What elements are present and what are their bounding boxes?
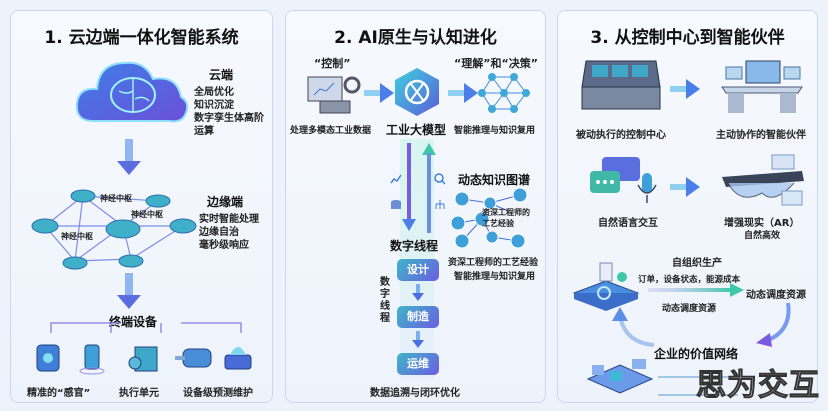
node-label: 神经中枢: [131, 210, 163, 219]
stage-manufacture: 制造: [397, 306, 439, 328]
node-label: 神经中枢: [61, 232, 93, 241]
thread-vertical-label: 数字线程: [380, 277, 390, 324]
thread-footer: 数据追溯与闭环优化: [370, 388, 460, 399]
edge-line: 实时智能处理: [199, 214, 259, 225]
loop-under-label: 动态调度资源: [662, 304, 717, 314]
down-arrow-icon: [402, 143, 416, 231]
kg-caption: 资深工程师的工艺经验: [448, 258, 539, 268]
stage-operations: 运维: [397, 353, 439, 375]
panel-title: 3. 从控制中心到智能伙伴: [590, 28, 785, 48]
control-console-icon: [581, 60, 661, 110]
cloud-brain-icon: [75, 61, 189, 123]
search-icon: [434, 173, 446, 185]
connector-lines: [658, 376, 738, 396]
actuator-icon: [128, 346, 158, 372]
down-arrow-icon: [117, 139, 141, 175]
panel-title: 2. AI原生与认知进化: [334, 28, 497, 48]
analytics-icon: [390, 174, 402, 184]
cloud-heading: 云端: [209, 68, 234, 82]
model-label: 工业大模型: [386, 123, 447, 137]
node-label: 神经中枢: [100, 194, 132, 203]
understand-caption: 智能推理与知识复用: [454, 126, 536, 136]
curved-arrow-up-icon: [612, 307, 655, 347]
value-network-platform-icon: [586, 359, 654, 394]
control-caption: 处理多模态工业数据: [290, 126, 372, 136]
terminal-label: 精准的“感官”: [27, 388, 91, 399]
neural-network-icon: [478, 73, 530, 113]
panel-control-to-partner: 3. 从控制中心到智能伙伴 被动执行的控制中心 主动协作的智能伙伴 自然语言交互…: [557, 10, 818, 403]
computer-gear-icon: [307, 76, 361, 114]
ai-model-hexagon-icon: [395, 68, 439, 116]
sensor-tag-icon: [79, 344, 105, 375]
kg-side-label: 资深工程师的工艺经验: [482, 208, 530, 228]
panel-cloud-edge-terminal: 1. 云边端一体化智能系统 云端 全局优化 知识沉淀 数字孪生体高阶 运算 神经…: [10, 10, 273, 403]
terminal-label: 执行单元: [119, 388, 159, 399]
understand-label: “理解”和“决策”: [454, 57, 538, 70]
control-label: “控制”: [314, 57, 351, 70]
terminal-bracket: [50, 322, 242, 333]
monitor-device-icon: [224, 347, 252, 370]
sensor-icon: [36, 344, 60, 372]
kg-heading: 动态知识图谱: [458, 173, 531, 187]
right-arrow-icon: [670, 177, 700, 197]
row1-right-label: 主动协作的智能伙伴: [716, 130, 806, 141]
value-network-label: 企业的价值网络: [654, 347, 739, 361]
edge-line: 边缘自治: [199, 227, 239, 238]
down-arrow-icon: [117, 273, 141, 309]
thread-heading: 数字线程: [390, 239, 439, 253]
edge-heading: 边缘端: [207, 195, 244, 209]
terminal-label: 设备级预测维护: [183, 388, 253, 399]
cloud-line: 全局优化: [194, 87, 234, 98]
down-arrow-icon: [412, 331, 424, 348]
right-arrow-icon: [670, 79, 700, 99]
edge-line: 毫秒级响应: [199, 240, 249, 251]
curved-arrow-down-icon: [756, 302, 791, 347]
edge-network-diagram: [31, 189, 197, 270]
panel-title: 1. 云边端一体化智能系统: [44, 28, 239, 48]
loop-right-label: 动态调度资源: [746, 290, 806, 301]
right-arrow-icon: [648, 283, 744, 297]
smart-desk-icon: [721, 60, 803, 113]
hierarchy-icon: [435, 200, 445, 209]
chat-microphone-icon: [590, 157, 657, 203]
row2-right-sub: 自然高效: [744, 231, 781, 241]
knowledge-graph-diagram: [450, 187, 528, 249]
watermark: 思为交互: [696, 368, 820, 404]
database-icon: [391, 200, 401, 209]
production-platform-icon: [572, 262, 640, 311]
right-arrow-icon: [364, 83, 394, 103]
cloud-line: 运算: [194, 126, 214, 137]
cloud-line: 知识沉淀: [194, 100, 234, 111]
row2-left-label: 自然语言交互: [598, 218, 658, 229]
stage-design: 设计: [397, 259, 439, 281]
row1-left-label: 被动执行的控制中心: [576, 130, 666, 141]
up-arrow-icon: [422, 143, 436, 233]
cloud-line: 数字孪生体高阶: [194, 113, 264, 124]
loop-top-label: 自组织生产: [672, 258, 722, 269]
right-arrow-icon: [448, 83, 478, 103]
terminal-heading: 终端设备: [109, 315, 158, 329]
down-arrow-icon: [412, 284, 424, 301]
row2-right-label: 增强现实（AR）: [724, 218, 800, 229]
loop-inputs-label: 订单，设备状态，能源成本: [638, 275, 741, 285]
kg-caption: 智能推理与知识复用: [454, 272, 536, 282]
motor-icon: [175, 348, 212, 368]
ar-glasses-icon: [722, 154, 804, 206]
panel-ai-native: 2. AI原生与认知进化 “控制” “理解”和“决策” 处理多模态工业数据 工业…: [285, 10, 546, 403]
